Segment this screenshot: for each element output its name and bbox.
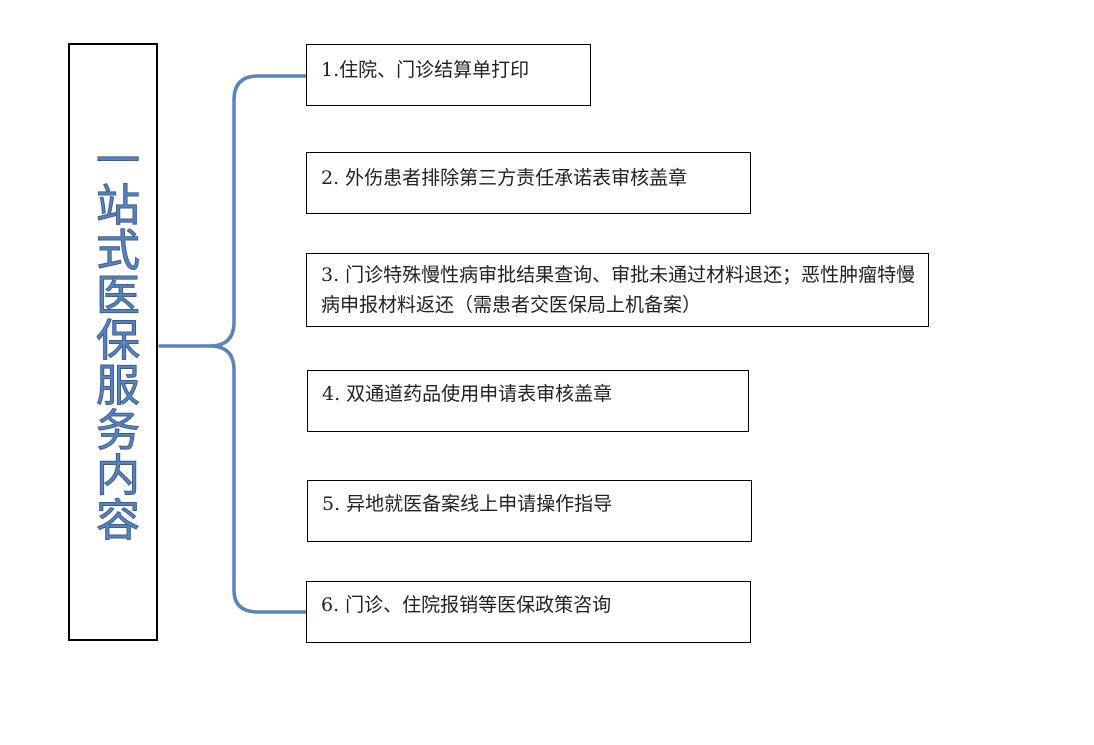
- diagram-title: 一站式医保服务内容: [88, 136, 140, 542]
- service-item-1: 1.住院、门诊结算单打印: [306, 44, 591, 106]
- brace-path: [158, 74, 308, 614]
- service-item-3-text: 3. 门诊特殊慢性病审批结果查询、审批未通过材料退还；恶性肿瘤特慢病申报材料返还…: [321, 264, 916, 316]
- service-item-6: 6. 门诊、住院报销等医保政策咨询: [306, 581, 751, 643]
- service-item-6-text: 6. 门诊、住院报销等医保政策咨询: [321, 594, 612, 616]
- title-box: 一站式医保服务内容: [68, 43, 158, 641]
- service-item-2: 2. 外伤患者排除第三方责任承诺表审核盖章: [306, 152, 751, 214]
- service-item-5-text: 5. 异地就医备案线上申请操作指导: [322, 493, 613, 515]
- service-item-2-text: 2. 外伤患者排除第三方责任承诺表审核盖章: [321, 167, 688, 189]
- service-item-3: 3. 门诊特殊慢性病审批结果查询、审批未通过材料退还；恶性肿瘤特慢病申报材料返还…: [306, 253, 929, 327]
- service-item-5: 5. 异地就医备案线上申请操作指导: [307, 480, 752, 542]
- service-item-4-text: 4. 双通道药品使用申请表审核盖章: [322, 383, 613, 405]
- service-item-1-text: 1.住院、门诊结算单打印: [321, 59, 530, 81]
- service-item-4: 4. 双通道药品使用申请表审核盖章: [307, 370, 749, 432]
